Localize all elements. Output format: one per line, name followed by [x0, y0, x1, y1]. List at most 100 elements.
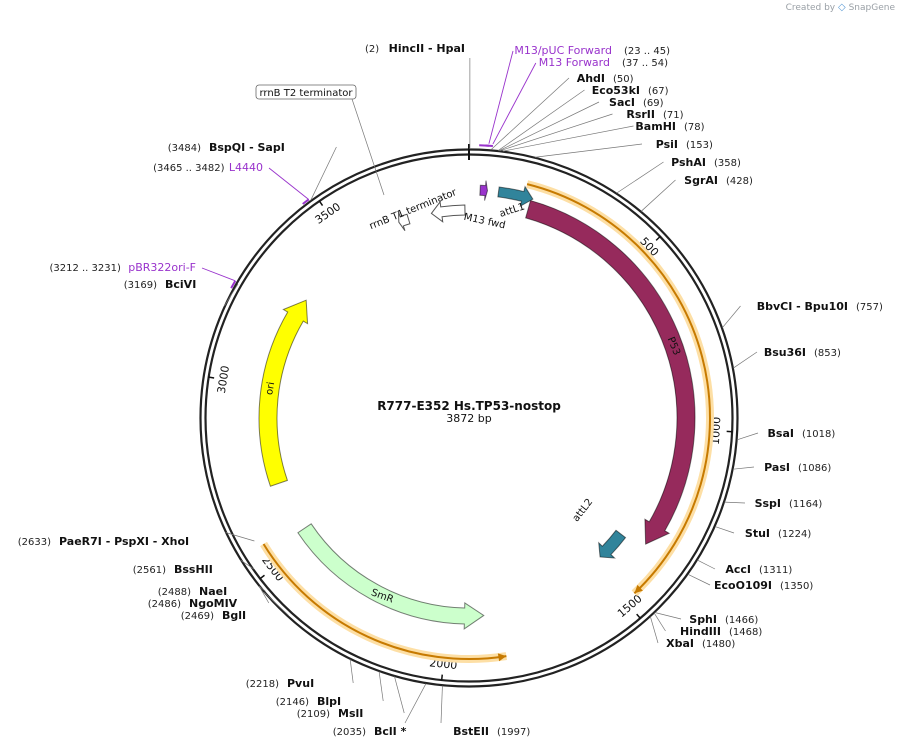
- site-pvui[interactable]: (2218)PvuI: [246, 659, 354, 690]
- feature-p53[interactable]: [525, 199, 696, 545]
- feature-ori[interactable]: [258, 299, 309, 487]
- feature-rrnb-t2-terminator[interactable]: [397, 211, 411, 231]
- site-name: Bsu36I: [764, 346, 806, 359]
- site-name: BglI: [222, 609, 246, 622]
- site-psii[interactable]: PsiI(153): [535, 138, 713, 158]
- primer-range: (37 .. 54): [622, 58, 668, 69]
- feature-rrnb-t1-terminator[interactable]: [430, 200, 466, 223]
- site-position: (3169): [124, 280, 157, 291]
- site-name: AccI: [725, 563, 751, 576]
- primer-m13-forward[interactable]: M13 Forward (37 .. 54): [485, 56, 668, 148]
- site-ngomiv[interactable]: (2486) NgoMIV: [148, 586, 270, 610]
- site-leader: [640, 179, 676, 212]
- rrnb-t2-box: [255, 84, 357, 100]
- feature-m13-fwd[interactable]: [479, 180, 488, 201]
- primer-pbr322ori-f[interactable]: (3212 .. 3231)pBR322ori-F: [49, 261, 237, 289]
- site-rsrii[interactable]: RsrII(71): [499, 108, 684, 152]
- site-leader: [724, 501, 746, 504]
- primer-leader: [488, 50, 514, 144]
- site-position: (1468): [729, 627, 762, 638]
- site-position: (78): [684, 122, 705, 133]
- feature-attl1[interactable]: [497, 185, 534, 208]
- feature-attl2[interactable]: [598, 529, 627, 559]
- site-name: PasI: [764, 461, 790, 474]
- site-name: SphI: [689, 613, 717, 626]
- site-name: NgoMIV: [189, 597, 238, 610]
- site-leader: [650, 616, 659, 644]
- site-pasi[interactable]: PasI(1086): [733, 461, 831, 474]
- site-bcli[interactable]: (2035)BclI *: [333, 683, 427, 738]
- site-position: (2633): [18, 537, 51, 548]
- site-position: (3484): [168, 143, 201, 154]
- site-leader: [733, 466, 755, 470]
- site-ecoo109i[interactable]: EcoO109I(1350): [687, 573, 813, 592]
- site-name: BamHI: [635, 120, 676, 133]
- primer-name: M13/pUC Forward: [514, 44, 612, 57]
- site-naei[interactable]: (2488)NaeI: [158, 585, 266, 598]
- site-blpi[interactable]: (2146)BlpI: [276, 671, 384, 708]
- site-name: XbaI: [666, 637, 694, 650]
- site-name: RsrII: [626, 108, 655, 121]
- features[interactable]: [258, 180, 696, 630]
- site-leader: [697, 559, 716, 570]
- site-name: MslI: [338, 707, 363, 720]
- site-bamhi[interactable]: BamHI (78): [502, 120, 705, 152]
- site-name: EcoO109I: [714, 579, 772, 592]
- site-sspi[interactable]: SspI(1164): [724, 497, 823, 510]
- site-bsteii[interactable]: BstEII(1997): [440, 685, 530, 738]
- plasmid-size: 3872 bp: [446, 412, 491, 425]
- site-sgrai[interactable]: SgrAI(428): [640, 174, 753, 212]
- site-leader: [490, 77, 570, 151]
- site-hindiii[interactable]: HindIII(1468): [653, 612, 762, 638]
- site-name: BclI *: [374, 725, 407, 738]
- site-bsai[interactable]: BsaI(1018): [737, 427, 835, 441]
- primer-name: L4440: [229, 161, 263, 174]
- site-sphi[interactable]: SphI(1466): [654, 612, 759, 626]
- site-acci[interactable]: AccI(1311): [697, 559, 792, 576]
- site-position: (757): [856, 302, 883, 313]
- site-position: (2486): [148, 599, 181, 610]
- site-paer7i-pspxi-xhoi[interactable]: (2633)PaeR7I - PspXI - XhoI: [18, 532, 255, 548]
- feature-smr[interactable]: [297, 523, 485, 630]
- site-position: (1480): [702, 639, 735, 650]
- site-leader: [722, 305, 741, 328]
- orf-arcs: [260, 180, 714, 663]
- site-bcivi[interactable]: (3169)BciVI: [124, 278, 239, 307]
- site-eco53ki[interactable]: Eco53kI(67): [497, 84, 669, 151]
- site-stui[interactable]: StuI(1224): [715, 526, 811, 540]
- tick-mark: [636, 613, 642, 620]
- feature-label-ori: ori: [264, 381, 277, 396]
- primer-leader: [201, 267, 236, 282]
- primer-range: (3465 .. 3482): [153, 163, 225, 174]
- site-pshai[interactable]: PshAI(358): [616, 156, 741, 194]
- site-leader: [404, 683, 427, 724]
- site-bgli[interactable]: (2469)BglI: [181, 592, 289, 622]
- tick-mark: [208, 376, 215, 379]
- primer-l4440[interactable]: (3465 .. 3482) L4440: [153, 161, 310, 205]
- primer-arc: [485, 144, 493, 148]
- site-saci[interactable]: SacI(69): [498, 96, 664, 151]
- site-position: (2): [365, 44, 379, 55]
- site-xbai[interactable]: XbaI (1480): [650, 616, 735, 650]
- site-hincii-hpai[interactable]: (2)HincII - HpaI: [365, 42, 471, 150]
- rrnb-t2-callout[interactable]: rrnB T2 terminator: [255, 84, 385, 196]
- restriction-sites[interactable]: (2)HincII - HpaIAhdI(50)Eco53kI(67)SacI(…: [18, 42, 883, 738]
- primer-name: M13 Forward: [539, 56, 610, 69]
- site-position: (2146): [276, 697, 309, 708]
- site-bsshii[interactable]: (2561)BssHII: [133, 559, 254, 576]
- site-name: BsaI: [768, 427, 794, 440]
- site-position: (428): [726, 176, 753, 187]
- site-position: (358): [714, 158, 741, 169]
- feature-label-attl1: attL1: [498, 201, 526, 219]
- site-bbvci-bpu10i[interactable]: BbvCI - Bpu10I(757): [722, 300, 883, 328]
- site-bspqi-sapi[interactable]: (3484)BspQI - SapI: [168, 141, 337, 201]
- site-ahdi[interactable]: AhdI(50): [490, 72, 634, 151]
- primer-name: pBR322ori-F: [128, 261, 196, 274]
- site-leader: [653, 612, 666, 632]
- site-leader: [440, 685, 443, 724]
- primers[interactable]: M13/pUC Forward(23 .. 45)M13 Forward(37 …: [49, 44, 670, 289]
- site-bsu36i[interactable]: Bsu36I(853): [733, 346, 841, 369]
- site-position: (69): [643, 98, 664, 109]
- site-msli[interactable]: (2109)MslI: [297, 676, 405, 720]
